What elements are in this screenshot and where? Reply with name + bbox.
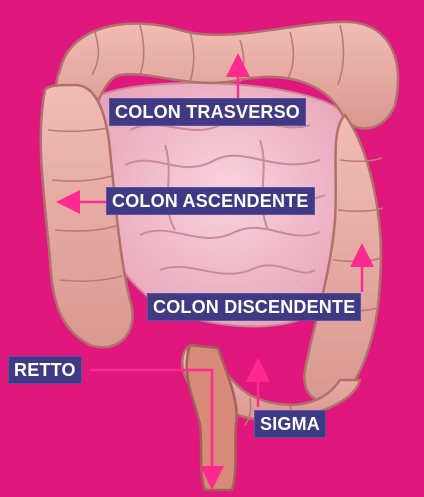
label-retto: RETTO: [8, 356, 82, 384]
label-colon-discendente: COLON DISCENDENTE: [147, 293, 361, 321]
label-sigma: SIGMA: [254, 410, 326, 438]
label-colon-trasverso: COLON TRASVERSO: [109, 98, 306, 126]
label-colon-ascendente: COLON ASCENDENTE: [106, 187, 315, 215]
